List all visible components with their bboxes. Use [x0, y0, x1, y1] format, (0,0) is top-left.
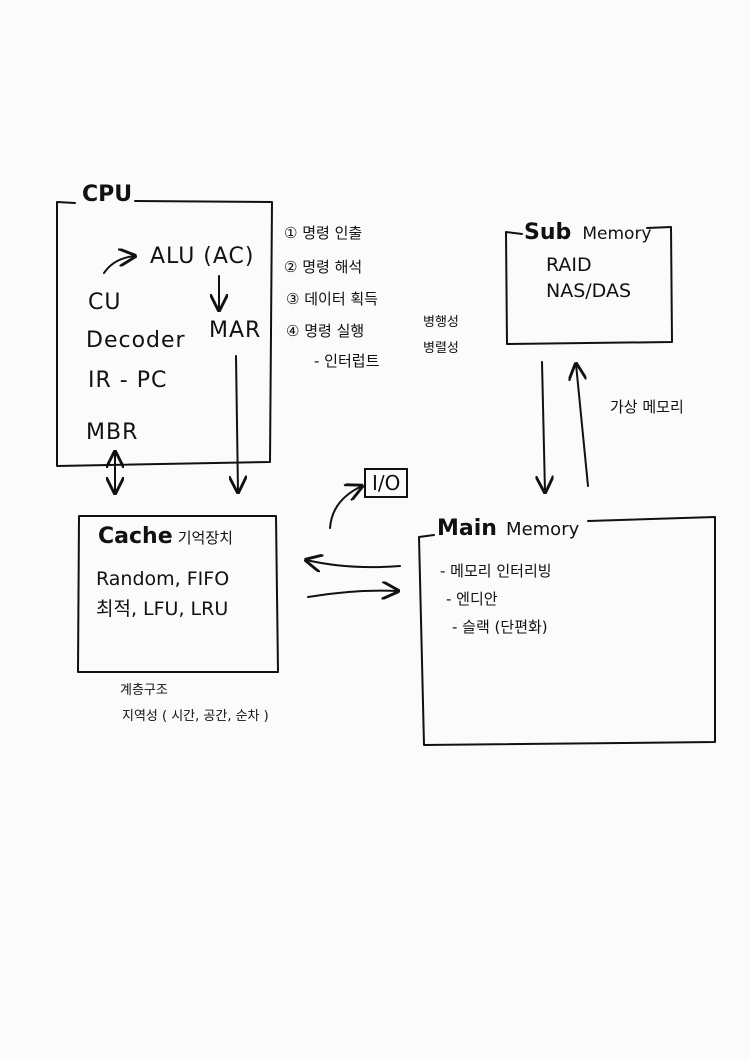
cache-title-rest: 기억장치	[177, 529, 233, 547]
nas-das-label: NAS/DAS	[546, 280, 632, 302]
sub-to-main-arrow	[542, 361, 545, 492]
hierarchy-note: 계층구조	[120, 683, 168, 698]
main-to-sub-arrow	[576, 364, 589, 487]
main-memory-title-bold: Main	[437, 516, 497, 541]
sub-memory-title-bold: Sub	[524, 220, 572, 245]
io-box: I/O	[364, 468, 409, 498]
cache-title-bold: Cache	[98, 524, 173, 549]
mbr-label: MBR	[86, 420, 139, 445]
sub-memory-box	[505, 226, 673, 345]
cycle-execute: ④ 명령 실행	[286, 322, 365, 340]
main-memory-title-rest: Memory	[506, 519, 580, 540]
ir-pc-label: IR - PC	[88, 368, 168, 393]
raid-label: RAID	[546, 254, 592, 276]
mar-label: MAR	[209, 318, 262, 343]
alu-label: ALU (AC)	[150, 244, 255, 269]
main-to-cache-arrow	[306, 560, 401, 567]
mar-to-cache-arrow	[236, 355, 238, 492]
main-memory-item-interleaving: - 메모리 인터리빙	[440, 562, 552, 580]
cache-title: Cache 기억장치	[98, 526, 233, 548]
main-memory-box	[418, 516, 716, 746]
virtual-memory-label: 가상 메모리	[610, 398, 684, 416]
cpu-box	[56, 200, 273, 467]
cache-to-main-arrow	[307, 591, 398, 597]
cu-to-alu-arrow	[103, 256, 135, 274]
cache-policy-2: 최적, LFU, LRU	[96, 598, 229, 620]
cache-box	[77, 515, 279, 673]
cu-label: CU	[88, 290, 122, 315]
sub-memory-title-rest: Memory	[582, 224, 652, 244]
cycle-fetch: ① 명령 인출	[284, 224, 363, 242]
concurrency-note: 병행성	[423, 315, 459, 330]
locality-note: 지역성 ( 시간, 공간, 순차 )	[122, 709, 269, 724]
cache-policy-1: Random, FIFO	[96, 568, 230, 590]
cycle-interrupt: - 인터럽트	[314, 352, 380, 370]
to-io-arrow	[329, 486, 362, 529]
sub-memory-title: Sub Memory	[524, 222, 652, 244]
main-memory-item-endian: - 엔디안	[446, 590, 498, 608]
main-memory-title: Main Memory	[437, 518, 579, 540]
cpu-title: CPU	[82, 182, 133, 207]
decoder-label: Decoder	[86, 328, 186, 353]
parallelism-note: 병렬성	[423, 341, 459, 356]
main-memory-item-slack: - 슬랙 (단편화)	[452, 618, 548, 636]
cycle-operand: ③ 데이터 획득	[286, 290, 378, 308]
cycle-decode: ② 명령 해석	[284, 258, 363, 276]
